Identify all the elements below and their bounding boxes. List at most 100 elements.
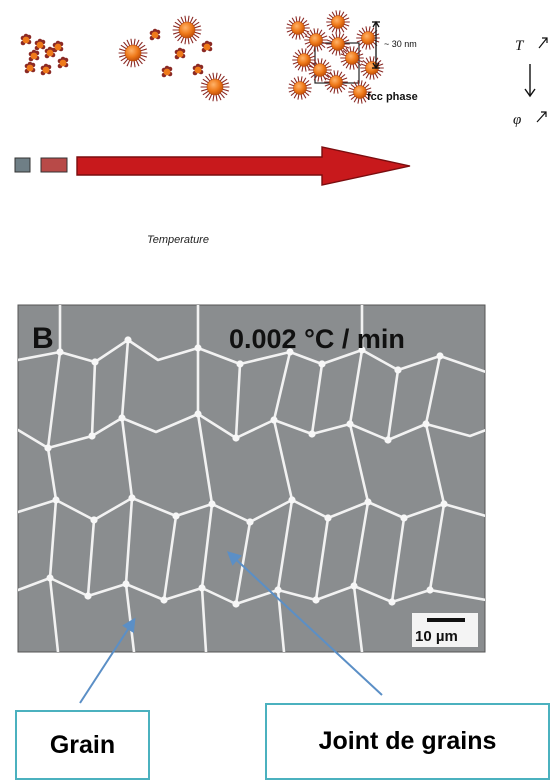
triple-junction	[232, 600, 240, 608]
small-particle	[40, 63, 52, 76]
triple-junction	[52, 496, 60, 504]
triple-junction	[46, 574, 54, 582]
grain-boundary-label: Joint de grains	[318, 727, 497, 755]
lattice-particle	[308, 58, 332, 82]
phi-up-arrow-icon	[536, 111, 547, 123]
triple-junction	[122, 580, 130, 588]
grain-label: Grain	[49, 730, 116, 759]
grain-boundary-pointer-arrow	[226, 551, 383, 696]
triple-junction	[91, 358, 99, 366]
grain-boundary	[390, 516, 406, 604]
triple-junction	[288, 496, 296, 504]
triple-junction	[118, 414, 126, 422]
small-particle	[201, 40, 213, 53]
cooling-rate-label: 0.002 °C / min	[229, 324, 405, 354]
lattice-particle	[326, 10, 350, 34]
grain-boundary	[386, 368, 400, 442]
size-label: ~ 30 nm	[384, 39, 417, 49]
grain-boundary-label-box: Joint de grains	[265, 703, 550, 780]
triple-junction	[440, 500, 448, 508]
temperature-axis-label: Temperature	[147, 234, 209, 246]
triple-junction	[388, 598, 396, 606]
triple-junction	[232, 434, 240, 442]
triple-junction	[124, 336, 132, 344]
small-particle	[24, 61, 36, 74]
scale-bar	[427, 618, 465, 622]
t-label: T	[515, 38, 525, 54]
small-particle	[20, 33, 32, 46]
small-square-marker	[14, 157, 31, 173]
triple-junction	[160, 596, 168, 604]
triple-junction	[324, 514, 332, 522]
triple-junction	[246, 518, 254, 526]
coated-particle	[118, 38, 148, 68]
small-particle	[34, 38, 46, 51]
grain-boundary	[310, 362, 324, 436]
triple-junction	[198, 584, 206, 592]
grain-boundary	[234, 362, 242, 440]
grain-boundary	[86, 518, 96, 598]
lattice-particle	[348, 80, 372, 104]
triple-junction	[44, 444, 52, 452]
panel-letter: B	[32, 322, 54, 355]
coated-particle	[200, 72, 230, 102]
grain-boundary	[314, 516, 330, 602]
triple-junction	[350, 582, 358, 590]
triple-junction	[128, 494, 136, 502]
triple-junction	[436, 352, 444, 360]
triple-junction	[346, 420, 354, 428]
micrograph-panel-b: B 0.002 °C / min 10 µm	[17, 304, 486, 653]
triple-junction	[172, 512, 180, 520]
triple-junction	[274, 586, 282, 594]
grain-boundary	[90, 360, 97, 438]
grain-boundary	[424, 354, 446, 592]
triple-junction	[194, 344, 202, 352]
small-particle	[57, 56, 69, 69]
triple-junction	[384, 436, 392, 444]
grain-label-box: Grain	[15, 710, 150, 780]
small-particles	[20, 33, 69, 76]
triple-junction	[312, 596, 320, 604]
lattice-particle	[288, 76, 312, 100]
triple-junction	[90, 516, 98, 524]
triple-junction	[194, 410, 202, 418]
fcc-phase-label: fcc phase	[367, 91, 418, 103]
large-rect-marker	[40, 157, 68, 173]
small-particle	[44, 46, 56, 59]
triple-junction	[364, 498, 372, 506]
grain-boundary	[234, 520, 252, 606]
triple-junction	[56, 348, 64, 356]
dispersed-coated-particles	[118, 15, 230, 102]
grain-pointer-arrow	[79, 617, 136, 704]
triple-junction	[270, 416, 278, 424]
lattice-particle	[292, 48, 316, 72]
nanoparticle-assembly-schematic: ~ 30 nm fcc phase T φ Temperature	[14, 10, 548, 246]
phi-label: φ	[513, 112, 521, 128]
triple-junction	[84, 592, 92, 600]
grain-boundary	[162, 514, 178, 602]
coated-particle	[172, 15, 202, 45]
triple-junction	[358, 346, 366, 354]
triple-junction	[318, 360, 326, 368]
triple-junction	[208, 500, 216, 508]
scale-bar-label: 10 µm	[415, 628, 458, 645]
lattice-particle	[340, 46, 364, 70]
small-particle	[161, 65, 173, 78]
temperature-arrow-icon	[76, 146, 411, 186]
triple-junction	[308, 430, 316, 438]
t-up-arrow-icon	[538, 37, 548, 49]
triple-junctions	[44, 336, 448, 608]
triple-junction	[236, 360, 244, 368]
small-particle	[149, 28, 161, 41]
lattice-particle	[324, 70, 348, 94]
grain-boundary	[18, 412, 485, 450]
lattice-particle	[326, 32, 350, 56]
size-bracket	[372, 20, 380, 70]
triple-junction	[400, 514, 408, 522]
small-particle	[28, 49, 40, 62]
lattice-particle	[286, 16, 310, 40]
triple-junction	[286, 348, 294, 356]
small-particle	[192, 63, 204, 76]
triple-junction	[422, 420, 430, 428]
small-particle	[52, 40, 64, 53]
